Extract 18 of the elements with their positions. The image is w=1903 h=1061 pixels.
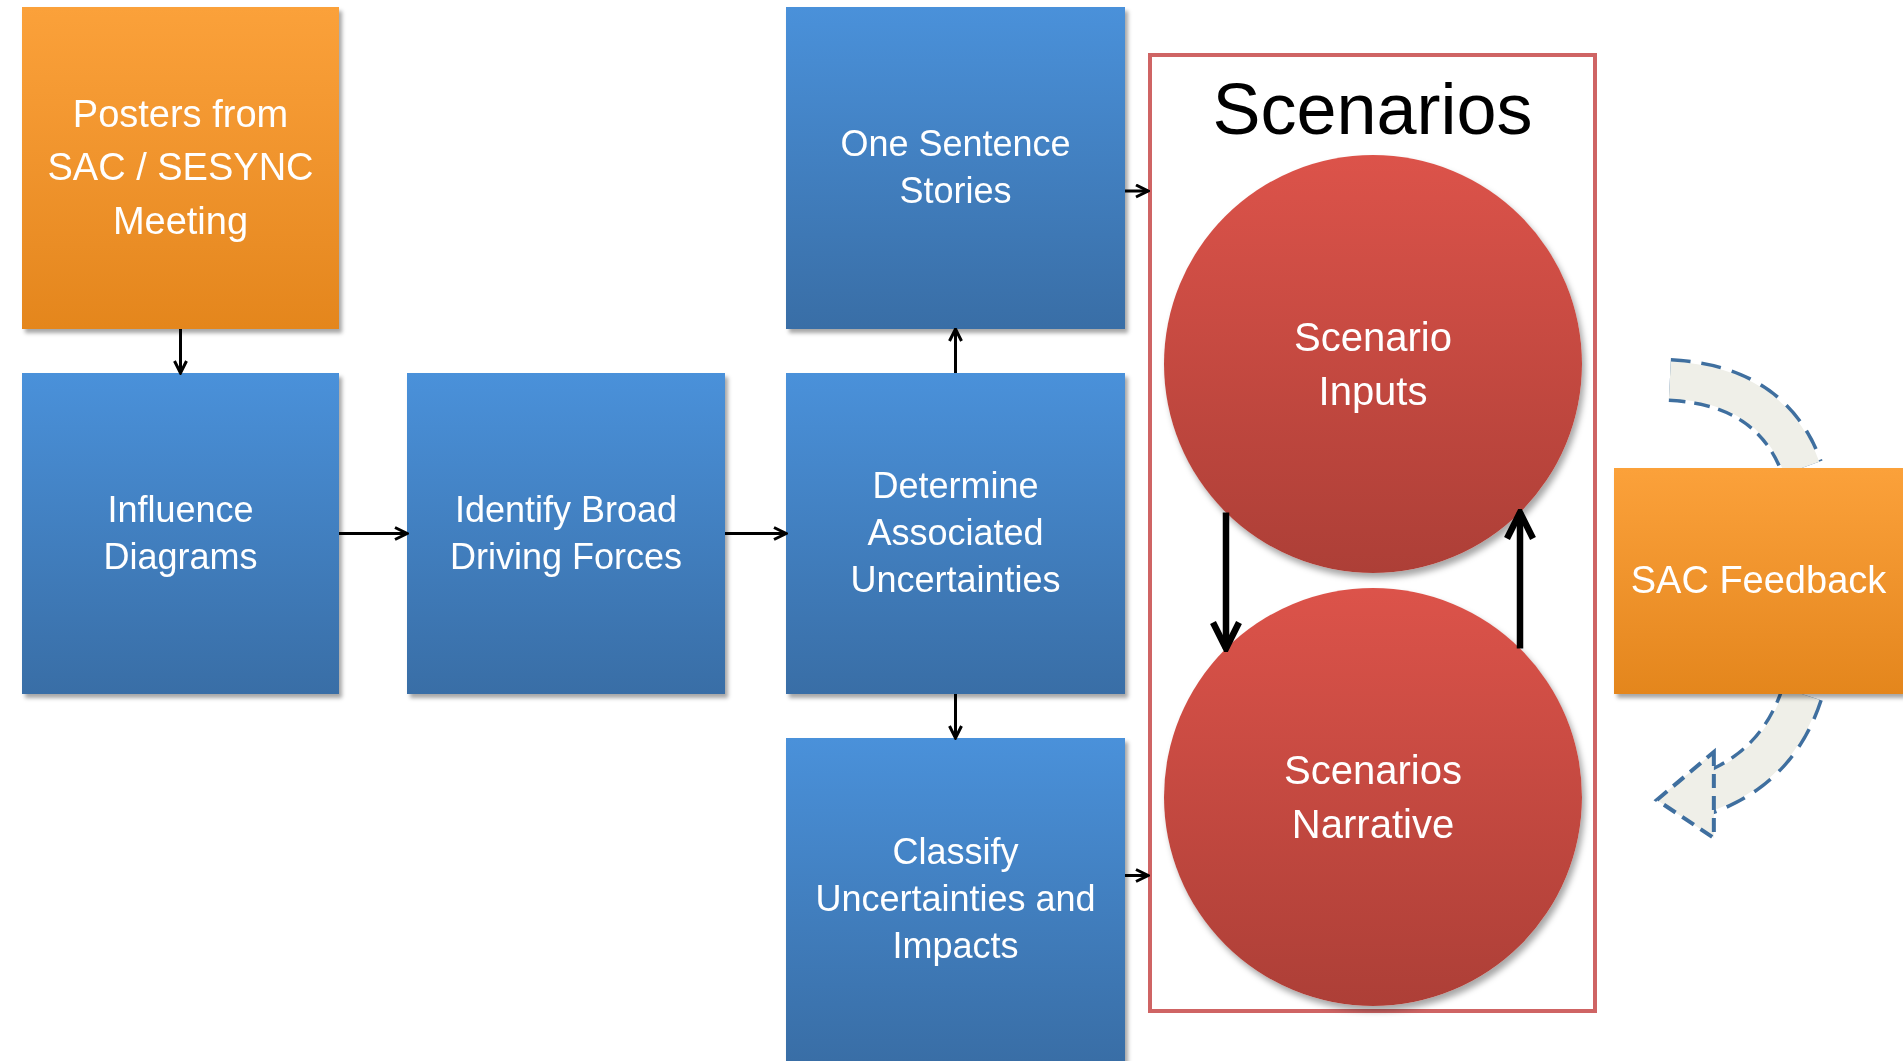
arrow (1209, 512, 1243, 652)
arrow (173, 329, 188, 375)
arrow (339, 526, 409, 541)
input-box: SAC Feedback (1614, 468, 1903, 694)
input-box: Posters from SAC / SESYNC Meeting (22, 7, 339, 329)
group-title: Scenarios (1212, 73, 1533, 145)
process-box: Determine Associated Uncertainties (786, 373, 1125, 694)
arrow (948, 327, 963, 373)
arrow (725, 526, 788, 541)
process-box: One Sentence Stories (786, 7, 1125, 329)
group-frame (1148, 53, 1597, 1013)
process-box: Classify Uncertainties and Impacts (786, 738, 1125, 1061)
arrow (1125, 183, 1150, 199)
process-box: Identify Broad Driving Forces (407, 373, 725, 694)
arrow (1503, 509, 1537, 649)
arrow (948, 694, 963, 740)
process-box: Influence Diagrams (22, 373, 339, 694)
arrow (1125, 868, 1150, 883)
